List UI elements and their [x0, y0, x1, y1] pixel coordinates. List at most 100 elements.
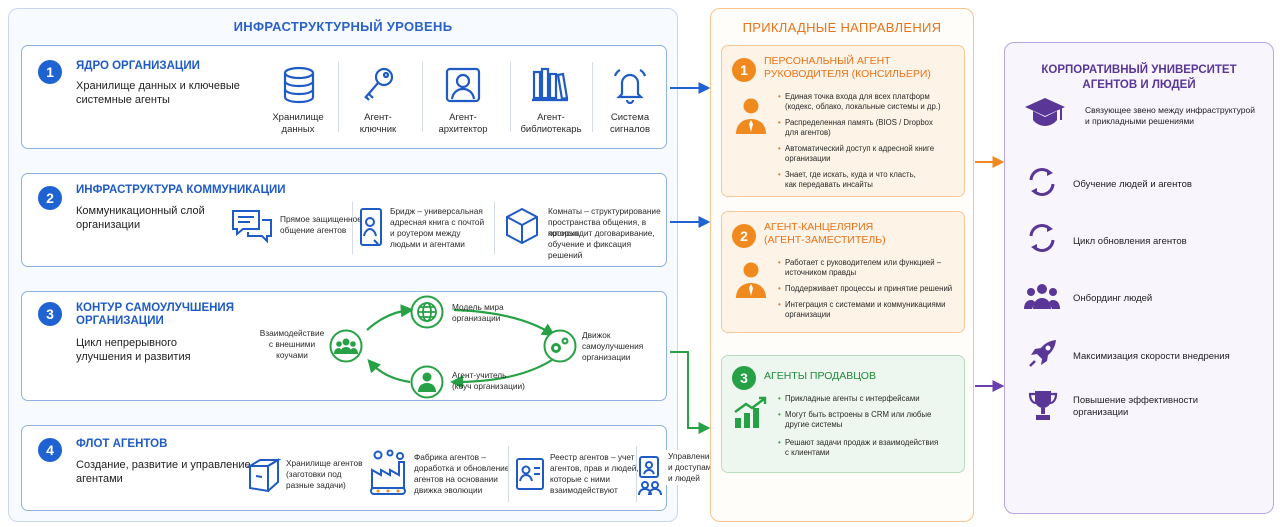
- graduation-cap-icon: [1025, 98, 1065, 126]
- loop-title-2: ОРГАНИЗАЦИИ: [76, 315, 164, 327]
- core-item-4-line2: библиотекарь: [520, 124, 582, 135]
- core-card: 1 ЯДРО ОРГАНИЗАЦИИ Хранилище данных и кл…: [21, 45, 667, 149]
- node-engine-line2: самоулучшения: [582, 341, 644, 351]
- applied-card-sales: 3 АГЕНТЫ ПРОДАВЦОВ Прикладные агенты с и…: [721, 355, 965, 473]
- comm-item-1-line1: Прямое защищенное: [280, 214, 362, 224]
- fleet-item-4-line3: и людей: [666, 472, 702, 485]
- comm-title: ИНФРАСТРУКТУРА КОММУНИКАЦИИ: [76, 184, 286, 196]
- infrastructure-panel: ИНФРАСТРУКТУРНЫЙ УРОВЕНЬ 1 ЯДРО ОРГАНИЗА…: [8, 8, 678, 522]
- comm-item-2-line4: людьми и агентами: [390, 239, 465, 249]
- university-item-5-line1: Повышение эффективности: [1073, 395, 1199, 406]
- core-item-1-line1: Хранилище: [272, 112, 324, 123]
- fleet-item-3-line2: агентов, прав и людей,: [550, 463, 639, 473]
- database-icon: [283, 66, 315, 104]
- university-item-4: Максимизация скорости внедрения: [1073, 351, 1230, 362]
- storage-box-icon: [246, 458, 282, 493]
- fleet-item-1-line3: разные задачи): [286, 480, 346, 490]
- applied-3-title: АГЕНТЫ ПРОДАВЦОВ: [764, 370, 876, 382]
- core-item-2-line1: Агент-: [364, 112, 392, 123]
- applied-1-bullet-4: Знает, где искать, куда и что класть,как…: [778, 170, 916, 190]
- applied-title: ПРИКЛАДНЫЕ НАПРАВЛЕНИЯ: [742, 20, 942, 35]
- applied-1-bullet-1: Единая точка входа для всех платформ(код…: [778, 92, 941, 112]
- fleet-title: ФЛОТ АГЕНТОВ: [76, 438, 168, 450]
- core-number: 1: [38, 60, 62, 84]
- applied-panel: ПРИКЛАДНЫЕ НАПРАВЛЕНИЯ 1 ПЕРСОНАЛЬНЫЙ АГ…: [710, 8, 974, 522]
- applied-2-number: 2: [732, 224, 756, 248]
- university-item-3: Онбординг людей: [1073, 293, 1153, 304]
- node-world-line1: Модель мира: [452, 302, 504, 312]
- loop-number: 3: [38, 302, 62, 326]
- fleet-item-2-line2: доработка и обновление: [414, 463, 510, 473]
- fleet-item-3-line3: которые с ними: [550, 474, 610, 484]
- university-intro-line2: и прикладными решениями: [1085, 116, 1195, 126]
- core-item-4-line1: Агент-: [537, 112, 565, 123]
- contacts-icon: [360, 208, 382, 246]
- applied-1-bullet-2: Распределенная память (BIOS / Dropboxдля…: [778, 118, 933, 138]
- fleet-item-2-line4: движка эволюции: [414, 485, 483, 495]
- communication-card: 2 ИНФРАСТРУКТУРА КОММУНИКАЦИИ Коммуникац…: [21, 173, 667, 267]
- fleet-item-1-line2: (заготовки под: [286, 469, 342, 479]
- chat-icon: [232, 210, 272, 244]
- applied-2-title-2: (АГЕНТ-ЗАМЕСТИТЕЛЬ): [764, 234, 886, 246]
- fleet-sub-1: Создание, развитие и управление: [76, 459, 251, 471]
- applied-3-bullet-2: Могут быть встроены в CRM или любыедруги…: [778, 410, 931, 430]
- core-item-3-line2: архитектор: [438, 124, 488, 135]
- applied-1-title-2: РУКОВОДИТЕЛЯ (КОНСИЛЬЕРИ): [764, 68, 931, 80]
- comm-sub-1: Коммуникационный слой: [76, 205, 205, 217]
- core-item-3-line1: Агент-: [449, 112, 477, 123]
- applied-2-bullet-3: Интеграция с системами и коммуникациямио…: [778, 300, 945, 320]
- key-icon: [364, 67, 394, 101]
- fleet-item-3-line1: Реестр агентов – учет: [550, 452, 635, 462]
- applied-1-number: 1: [732, 58, 756, 82]
- applied-3-number: 3: [732, 366, 756, 390]
- node-world-line2: организации: [452, 313, 501, 323]
- rocket-icon: [1029, 340, 1056, 367]
- external-coaches-node: [329, 329, 363, 363]
- university-title: КОРПОРАТИВНЫЙ УНИВЕРСИТЕТ АГЕНТОВ И ЛЮДЕ…: [1041, 64, 1237, 91]
- deputy-person-icon: [736, 262, 766, 298]
- loop-sub-2: улучшения и развития: [76, 351, 191, 363]
- comm-item-2-line3: и роутером между: [390, 228, 461, 238]
- loop-title-1: КОНТУР САМОУЛУЧШЕНИЯ: [76, 302, 234, 314]
- people-icon: [1024, 284, 1060, 309]
- core-item-5-line1: Система: [610, 112, 650, 123]
- node-engine-line3: организации: [582, 352, 631, 362]
- library-icon: [532, 67, 569, 102]
- trophy-icon: [1028, 391, 1058, 420]
- core-sub-2: системные агенты: [76, 94, 170, 106]
- improvement-engine-node: [543, 329, 577, 363]
- applied-card-consigliere: 1 ПЕРСОНАЛЬНЫЙ АГЕНТ РУКОВОДИТЕЛЯ (КОНСИ…: [721, 45, 965, 197]
- teacher-agent-node: [410, 365, 444, 399]
- comm-item-3-line2: пространства общения, в которых: [548, 217, 647, 238]
- applied-2-title-1: АГЕНТ-КАНЦЕЛЯРИЯ: [764, 221, 874, 233]
- comm-item-3-line3: происходит договаривание,: [548, 228, 655, 238]
- applied-2-bullet-2: Поддерживает процессы и принятие решений: [778, 284, 952, 294]
- comm-number: 2: [38, 186, 62, 210]
- fleet-number: 4: [38, 438, 62, 462]
- architect-icon: [445, 67, 481, 103]
- university-item-1: Обучение людей и агентов: [1073, 179, 1192, 190]
- core-title: ЯДРО ОРГАНИЗАЦИИ: [76, 60, 200, 72]
- comm-item-3-line1: Комнаты – структурирование: [548, 206, 661, 216]
- applied-2-bullet-1: Работает с руководителем или функцией –и…: [778, 258, 941, 278]
- fleet-item-2-line3: агентов на основании: [414, 474, 498, 484]
- node-coach-line2: (коуч организации): [452, 381, 525, 391]
- node-external-line2: с внешними: [268, 339, 316, 349]
- university-panel: КОРПОРАТИВНЫЙ УНИВЕРСИТЕТ АГЕНТОВ И ЛЮДЕ…: [1004, 42, 1274, 514]
- core-item-2-line2: ключник: [359, 124, 397, 135]
- fleet-item-2-line1: Фабрика агентов –: [414, 452, 486, 462]
- fleet-item-3-line4: взаимодействуют: [550, 485, 618, 495]
- comm-sub-2: организации: [76, 219, 141, 231]
- world-model-node: [410, 295, 444, 329]
- cycle-icon: [1029, 224, 1055, 252]
- comm-item-3-line4: обучение и фиксация решений: [548, 239, 632, 260]
- growth-chart-icon: [734, 396, 767, 428]
- core-sub-1: Хранилище данных и ключевые: [76, 80, 240, 92]
- node-external-line3: коучами: [276, 350, 308, 360]
- fleet-item-1-line1: Хранилище агентов: [286, 458, 363, 468]
- core-item-5-line2: сигналов: [609, 124, 651, 135]
- access-icon: [638, 456, 662, 496]
- agent-fleet-card: 4 ФЛОТ АГЕНТОВ Создание, развитие и упра…: [21, 425, 667, 511]
